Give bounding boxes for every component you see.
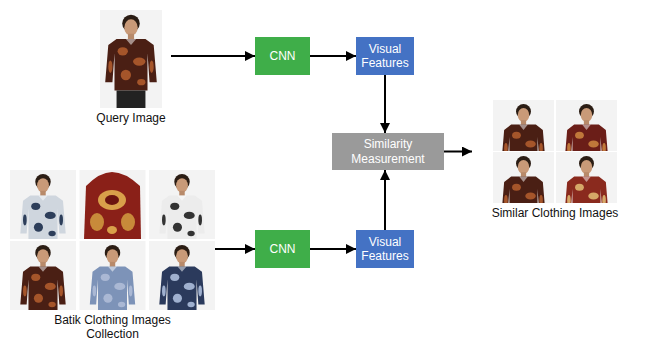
image-label: Similar Clothing Images [472,206,638,220]
feature-box: Visual Features [356,230,414,268]
box-label: Visual Features [360,42,410,71]
query-photo [100,10,162,108]
cnn-box: CNN [255,37,310,75]
similarity-box: Similarity Measurement [332,133,444,170]
flow-arrow [171,55,255,57]
collection-photos [10,170,215,327]
result-images: Similar Clothing Images [472,100,638,220]
box-label: CNN [270,242,296,256]
box-label: CNN [270,49,296,63]
flow-arrow [215,248,255,250]
flow-arrow [310,248,356,250]
box-label: Visual Features [360,235,410,264]
image-label: Batik Clothing Images Collection [38,313,188,342]
image-label: Query Image [91,111,171,125]
flow-arrow [310,55,356,57]
box-label: Similarity Measurement [336,137,440,166]
feature-box: Visual Features [356,37,414,75]
flow-arrow [384,170,386,230]
cnn-box: CNN [255,230,310,268]
collection-images: Batik Clothing Images Collection [10,170,215,342]
flow-arrow [384,75,386,133]
query-image: Query Image [91,10,171,125]
flow-arrow [444,151,472,153]
